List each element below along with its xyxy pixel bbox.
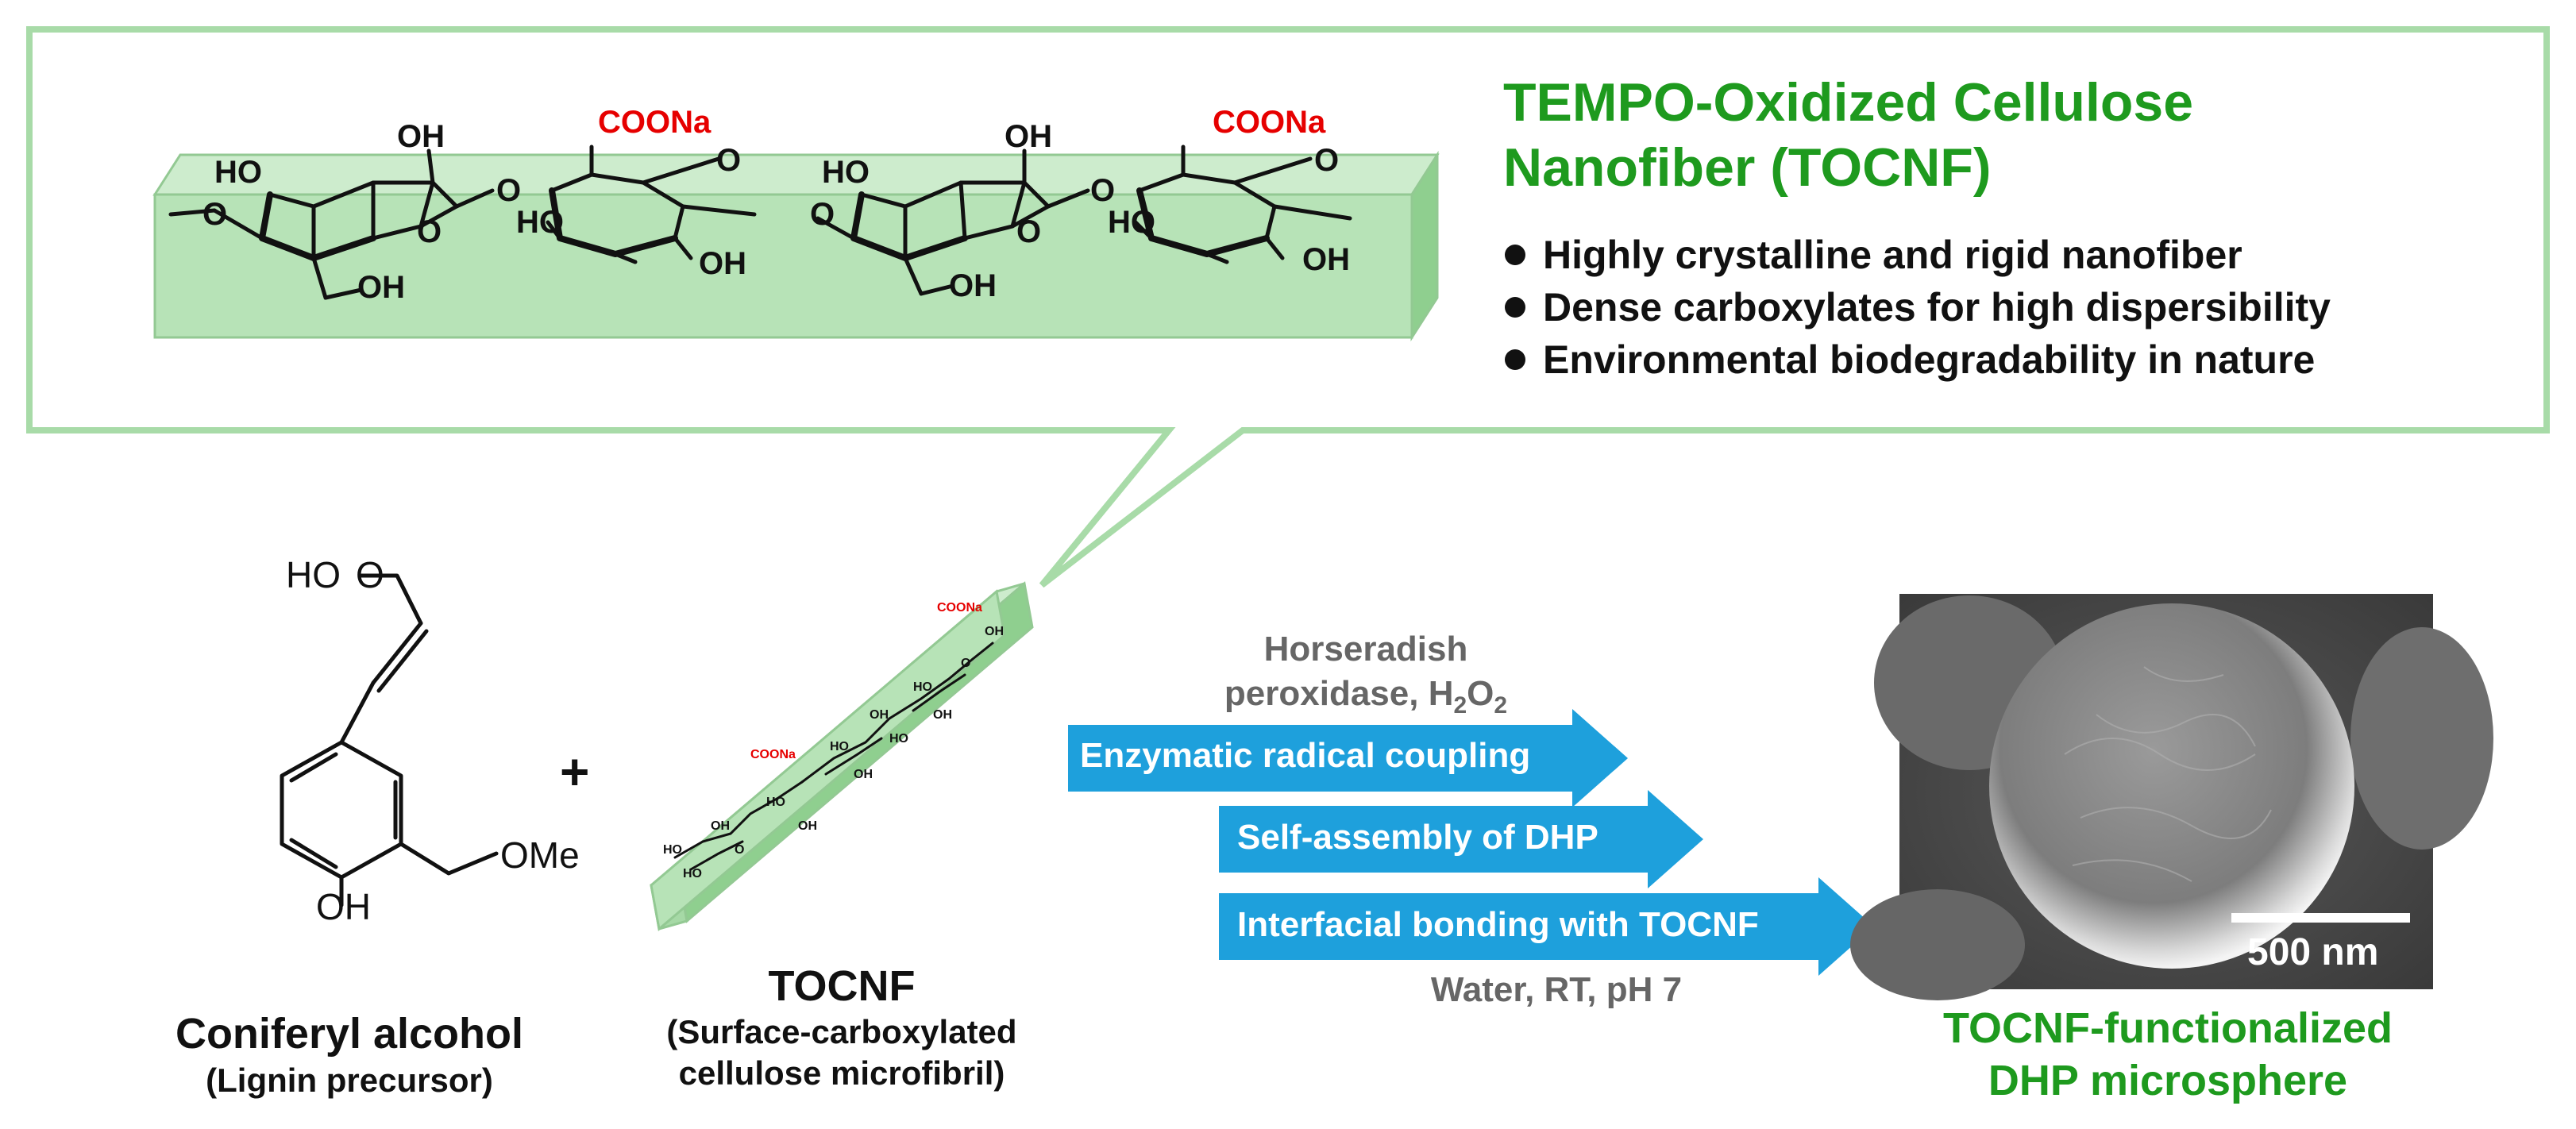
- label-o: O: [1314, 143, 1340, 178]
- bullet-text: Highly crystalline and rigid nanofiber: [1543, 233, 2242, 277]
- scale-bar-label: 500 nm: [2247, 931, 2379, 973]
- step-label-1: Enzymatic radical coupling: [1080, 736, 1531, 775]
- label-o: O: [1016, 214, 1042, 249]
- svg-text:OH: OH: [933, 708, 952, 722]
- svg-text:OH: OH: [985, 625, 1004, 638]
- tocnf-small-chain: [673, 642, 994, 871]
- coniferyl-label-o: O: [356, 554, 384, 595]
- tocnf-prism-small: [650, 581, 1034, 931]
- o-text: O: [1467, 674, 1494, 713]
- reaction-condition-bottom: Water, RT, pH 7: [1430, 970, 1683, 1009]
- bullet-dot-icon: [1505, 349, 1525, 370]
- svg-text:HO: HO: [913, 680, 932, 694]
- cellulose-prism-large: [152, 150, 1440, 342]
- label-coona: COONa: [598, 105, 711, 140]
- sem-image: [1850, 594, 2493, 1000]
- callout-bullets: Highly crystalline and rigid nanofiber D…: [1505, 229, 2331, 386]
- svg-text:O: O: [735, 843, 744, 857]
- label-o: O: [716, 143, 742, 178]
- product-line1: TOCNF-functionalized: [1943, 1004, 2393, 1052]
- svg-text:O: O: [961, 657, 970, 670]
- enzyme-line1: Horseradish: [1263, 630, 1468, 669]
- label-coona: COONa: [1213, 105, 1326, 140]
- label-ho: HO: [214, 155, 262, 190]
- bullet-text: Dense carboxylates for high dispersibili…: [1543, 285, 2331, 329]
- coniferyl-name: Coniferyl alcohol: [175, 1010, 524, 1058]
- svg-text:COONa: COONa: [937, 601, 982, 615]
- enzyme-condition: Horseradish peroxidase, H2O2: [1143, 627, 1588, 728]
- tocnf-subtitle-line2: cellulose microfibril): [678, 1054, 1005, 1092]
- label-o: O: [417, 214, 442, 249]
- scale-bar: [2231, 913, 2410, 923]
- bullet-item: Dense carboxylates for high dispersibili…: [1505, 281, 2331, 333]
- svg-text:OH: OH: [798, 819, 817, 833]
- step-label-3: Interfacial bonding with TOCNF: [1237, 905, 1759, 944]
- coniferyl-caption: Coniferyl alcohol (Lignin precursor): [143, 1008, 556, 1102]
- svg-text:OH: OH: [854, 768, 873, 781]
- callout-title: TEMPO-Oxidized Cellulose Nanofiber (TOCN…: [1503, 70, 2193, 200]
- label-oh: OH: [699, 246, 746, 281]
- label-oh: OH: [1005, 119, 1052, 154]
- tocnf-name: TOCNF: [768, 962, 916, 1010]
- label-ho: HO: [516, 205, 564, 240]
- h2-subscript: 2: [1453, 692, 1467, 719]
- coniferyl-label-ome: OMe: [500, 834, 580, 876]
- svg-text:HO: HO: [663, 843, 682, 857]
- coniferyl-alcohol-structure: [280, 573, 499, 907]
- label-o: O: [810, 197, 835, 232]
- label-oh: OH: [357, 270, 405, 305]
- cellulose-chain-bonds: [168, 144, 1352, 300]
- enzyme-line2-prefix: peroxidase, H: [1224, 674, 1454, 713]
- step-label-2: Self-assembly of DHP: [1237, 818, 1598, 857]
- reaction-arrows: [1068, 709, 1874, 976]
- label-ho: HO: [1108, 205, 1155, 240]
- svg-text:OH: OH: [711, 819, 730, 833]
- arrow-step-2: [1219, 790, 1703, 888]
- callout-title-line2: Nanofiber (TOCNF): [1503, 137, 1992, 198]
- product-line2: DHP microsphere: [1988, 1057, 2348, 1104]
- tocnf-caption: TOCNF (Surface-carboxylated cellulose mi…: [619, 961, 1064, 1094]
- bullet-item: Environmental biodegradability in nature: [1505, 333, 2331, 386]
- arrow-step-1: [1068, 709, 1628, 807]
- o2-subscript: 2: [1494, 692, 1508, 719]
- label-oh: OH: [949, 268, 997, 303]
- svg-text:HO: HO: [683, 867, 702, 880]
- plus-sign: +: [560, 743, 590, 800]
- svg-text:COONa: COONa: [750, 748, 796, 761]
- arrow-step-3: [1219, 877, 1874, 976]
- bullet-item: Highly crystalline and rigid nanofiber: [1505, 229, 2331, 281]
- svg-text:HO: HO: [766, 796, 785, 809]
- label-o: O: [496, 173, 522, 208]
- tocnf-subtitle-line1: (Surface-carboxylated: [666, 1013, 1017, 1050]
- bullet-text: Environmental biodegradability in nature: [1543, 337, 2316, 382]
- callout-title-line1: TEMPO-Oxidized Cellulose: [1503, 72, 2194, 133]
- label-o: O: [1090, 173, 1116, 208]
- enzyme-line2: peroxidase, H2O2: [1143, 672, 1588, 728]
- svg-text:HO: HO: [830, 740, 849, 753]
- coniferyl-subtitle: (Lignin precursor): [206, 1062, 493, 1099]
- product-caption: TOCNF-functionalized DHP microsphere: [1834, 1002, 2501, 1107]
- label-o: O: [202, 197, 228, 232]
- label-oh: OH: [1302, 242, 1350, 277]
- label-oh: OH: [397, 119, 445, 154]
- coniferyl-label-ho: HO: [286, 554, 341, 595]
- bullet-dot-icon: [1505, 244, 1525, 265]
- svg-text:HO: HO: [889, 732, 908, 746]
- label-ho: HO: [822, 155, 870, 190]
- svg-text:OH: OH: [870, 708, 889, 722]
- bullet-dot-icon: [1505, 296, 1525, 318]
- coniferyl-label-oh: OH: [316, 886, 371, 927]
